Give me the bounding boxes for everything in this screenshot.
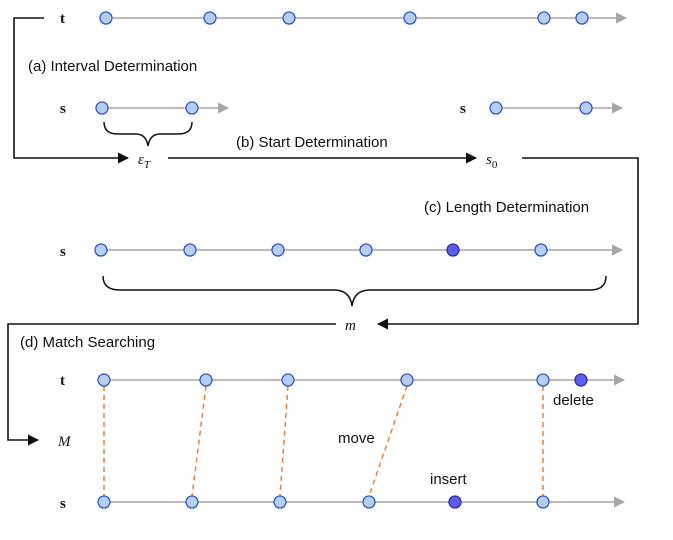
node [273,495,287,509]
s0-symbol: s0 [486,152,498,171]
seq-label-s-a2: s [460,101,466,117]
match-lines [103,385,544,497]
seq-label-s-c: s [60,244,66,260]
node [97,373,111,387]
match-line [279,385,289,497]
node [185,101,199,115]
step-c-label: (c) Length Determination [424,199,589,216]
node [575,11,589,25]
node [359,243,373,257]
node [97,495,111,509]
brace-interval [103,121,193,147]
nodes-t-d [97,373,588,387]
flow-arrow-s0-to-m [376,157,639,330]
step-a-label: (a) Interval Determination [28,58,197,75]
seq-label-s-d: s [60,496,66,512]
node [536,495,550,509]
node [403,11,417,25]
node [536,373,550,387]
node-inserted [448,495,462,509]
seq-label-s-a1: s [60,101,66,117]
match-line [191,385,207,497]
flow-arrow-t-to-epsilon [13,17,130,164]
step-b-label: (b) Start Determination [236,134,388,151]
node [281,373,295,387]
nodes-s-c [94,243,548,257]
node [203,11,217,25]
match-line-move [368,385,408,497]
node [94,243,108,257]
seq-label-t-top: t [60,11,65,27]
node-highlighted [446,243,460,257]
node [579,101,593,115]
node [489,101,503,115]
node-deleted [574,373,588,387]
node [95,101,109,115]
node [183,243,197,257]
seq-label-t-d: t [60,373,65,389]
epsilon-t-symbol: εT [138,152,151,171]
node [282,11,296,25]
node [99,11,113,25]
M-symbol: M [57,434,72,450]
node [362,495,376,509]
label-insert: insert [430,471,468,488]
nodes-s-d [97,495,550,509]
m-symbol: m [345,318,356,334]
flow-arrow-m-to-M [7,323,336,446]
node [185,495,199,509]
label-move: move [338,430,375,447]
label-delete: delete [553,392,594,409]
node [199,373,213,387]
step-d-label: (d) Match Searching [20,334,155,351]
node [400,373,414,387]
brace-length [102,275,607,307]
node [537,11,551,25]
node [271,243,285,257]
nodes-t-top [99,11,589,25]
node [534,243,548,257]
